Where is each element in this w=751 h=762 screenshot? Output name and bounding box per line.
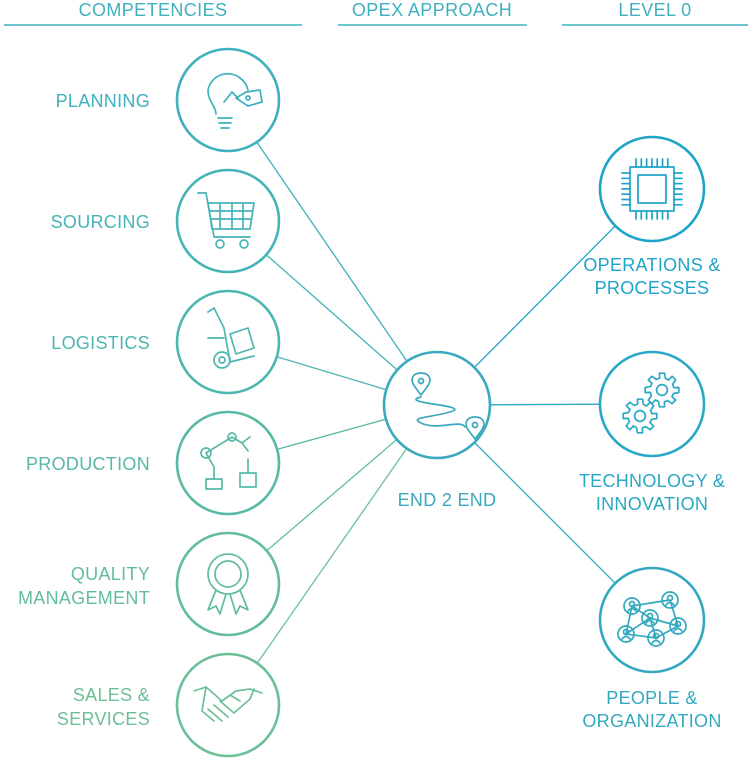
level0-label-technology-innovation-line-2: INNOVATION xyxy=(596,494,708,514)
competency-label-sales-services-line-2: SERVICES xyxy=(57,709,150,729)
level0-operations-processes xyxy=(598,135,706,243)
route-map-pins-icon xyxy=(411,372,485,440)
header-competencies: COMPETENCIES xyxy=(79,0,228,20)
end-to-end-label: END 2 END xyxy=(398,490,497,510)
level0-people-organization xyxy=(598,566,706,674)
competency-label-planning: PLANNING xyxy=(56,91,150,111)
competency-sourcing-circle xyxy=(175,168,281,274)
gears-icon xyxy=(622,372,680,434)
competency-nodes: PLANNING SOURCING LOGISTICS PRODUCTION QUALI… xyxy=(18,47,281,758)
lightbulb-tag-icon xyxy=(207,72,263,129)
competency-label-logistics: LOGISTICS xyxy=(51,333,150,353)
connector-competency-3 xyxy=(276,356,387,391)
connector-level0-1 xyxy=(473,225,616,368)
header-opex-approach: OPEX APPROACH xyxy=(352,0,512,20)
competency-quality-management-circle xyxy=(175,531,281,637)
people-network-icon xyxy=(617,591,687,647)
competency-logistics xyxy=(175,289,281,395)
level0-label-people-organization-line-1: PEOPLE & xyxy=(606,688,697,708)
level0-label-technology-innovation-line-1: TECHNOLOGY & xyxy=(579,471,725,491)
competency-logistics-circle xyxy=(175,289,281,395)
connector-competency-1 xyxy=(256,141,408,362)
cpu-chip-icon xyxy=(621,158,683,220)
shopping-cart-icon xyxy=(197,192,255,249)
competency-label-production: PRODUCTION xyxy=(26,454,150,474)
competency-planning-circle xyxy=(175,47,281,153)
end-to-end-node: END 2 END xyxy=(382,350,497,510)
level0-label-operations-processes-line-2: PROCESSES xyxy=(595,278,710,298)
header-level-0: LEVEL 0 xyxy=(618,0,691,20)
connector-competency-4 xyxy=(276,418,387,451)
competency-label-sourcing: SOURCING xyxy=(51,212,150,232)
level0-nodes: OPERATIONS & PROCESSES TECHNOLOGY & INNOVAT… xyxy=(579,135,725,731)
level0-operations-processes-circle xyxy=(598,135,706,243)
competency-label-sales-services-line-1: SALES & xyxy=(73,685,150,705)
robot-arm-icon xyxy=(200,432,257,490)
level0-people-organization-circle xyxy=(598,566,706,674)
hand-truck-icon xyxy=(207,307,255,369)
competency-sales-services-circle xyxy=(175,652,281,758)
level0-label-operations-processes-line-1: OPERATIONS & xyxy=(583,255,720,275)
connector-competency-2 xyxy=(265,254,398,371)
level0-technology-innovation xyxy=(598,350,706,458)
competency-quality-management xyxy=(175,531,281,637)
award-rosette-icon xyxy=(207,553,249,615)
connector-level0-3 xyxy=(474,442,616,584)
handshake-icon xyxy=(193,686,263,722)
competency-production-circle xyxy=(175,410,281,516)
competency-sourcing xyxy=(175,168,281,274)
competency-label-quality-management-line-1: QUALITY xyxy=(71,564,150,584)
connector-competency-6 xyxy=(256,448,408,664)
competency-planning xyxy=(175,47,281,153)
competency-label-quality-management-line-2: MANAGEMENT xyxy=(18,588,150,608)
connector-level0-2 xyxy=(489,403,601,406)
competency-sales-services xyxy=(175,652,281,758)
end-to-end xyxy=(382,350,492,460)
connector-lines xyxy=(256,141,616,664)
competency-production xyxy=(175,410,281,516)
connector-competency-5 xyxy=(266,439,398,552)
level0-label-people-organization-line-2: ORGANIZATION xyxy=(582,711,721,731)
